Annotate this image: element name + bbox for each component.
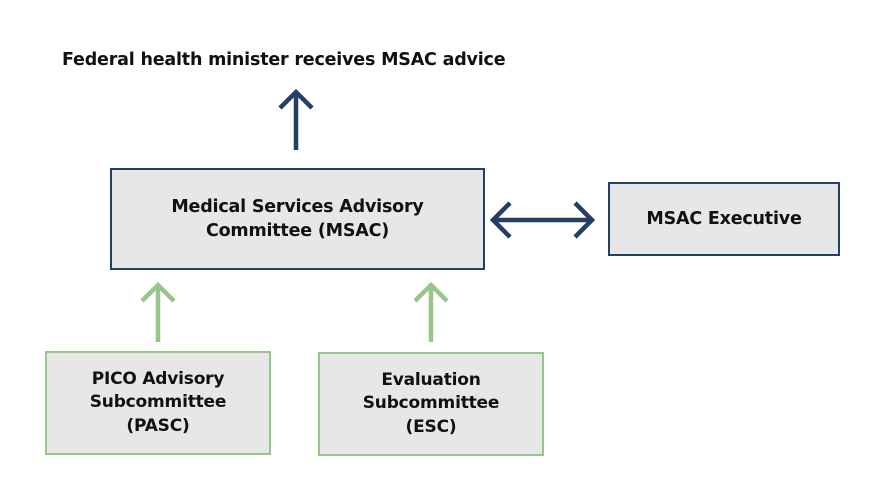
pasc-node-label: PICO Advisory Subcommittee (PASC): [89, 368, 227, 436]
pasc-node: PICO Advisory Subcommittee (PASC): [45, 351, 271, 455]
arrow-pasc-to-msac: [140, 281, 176, 342]
msac-executive-node-label: MSAC Executive: [646, 208, 802, 229]
msac-executive-node: MSAC Executive: [608, 182, 840, 256]
arrow-msac-executive-bidirectional: [489, 201, 596, 239]
esc-node: Evaluation Subcommittee (ESC): [318, 352, 544, 456]
msac-node: Medical Services Advisory Committee (MSA…: [110, 168, 485, 270]
diagram-title: Federal health minister receives MSAC ad…: [62, 50, 506, 70]
arrow-esc-to-msac: [413, 281, 449, 342]
msac-node-label: Medical Services Advisory Committee (MSA…: [171, 196, 424, 241]
esc-node-label: Evaluation Subcommittee (ESC): [362, 369, 500, 437]
arrow-msac-to-minister: [278, 88, 314, 150]
